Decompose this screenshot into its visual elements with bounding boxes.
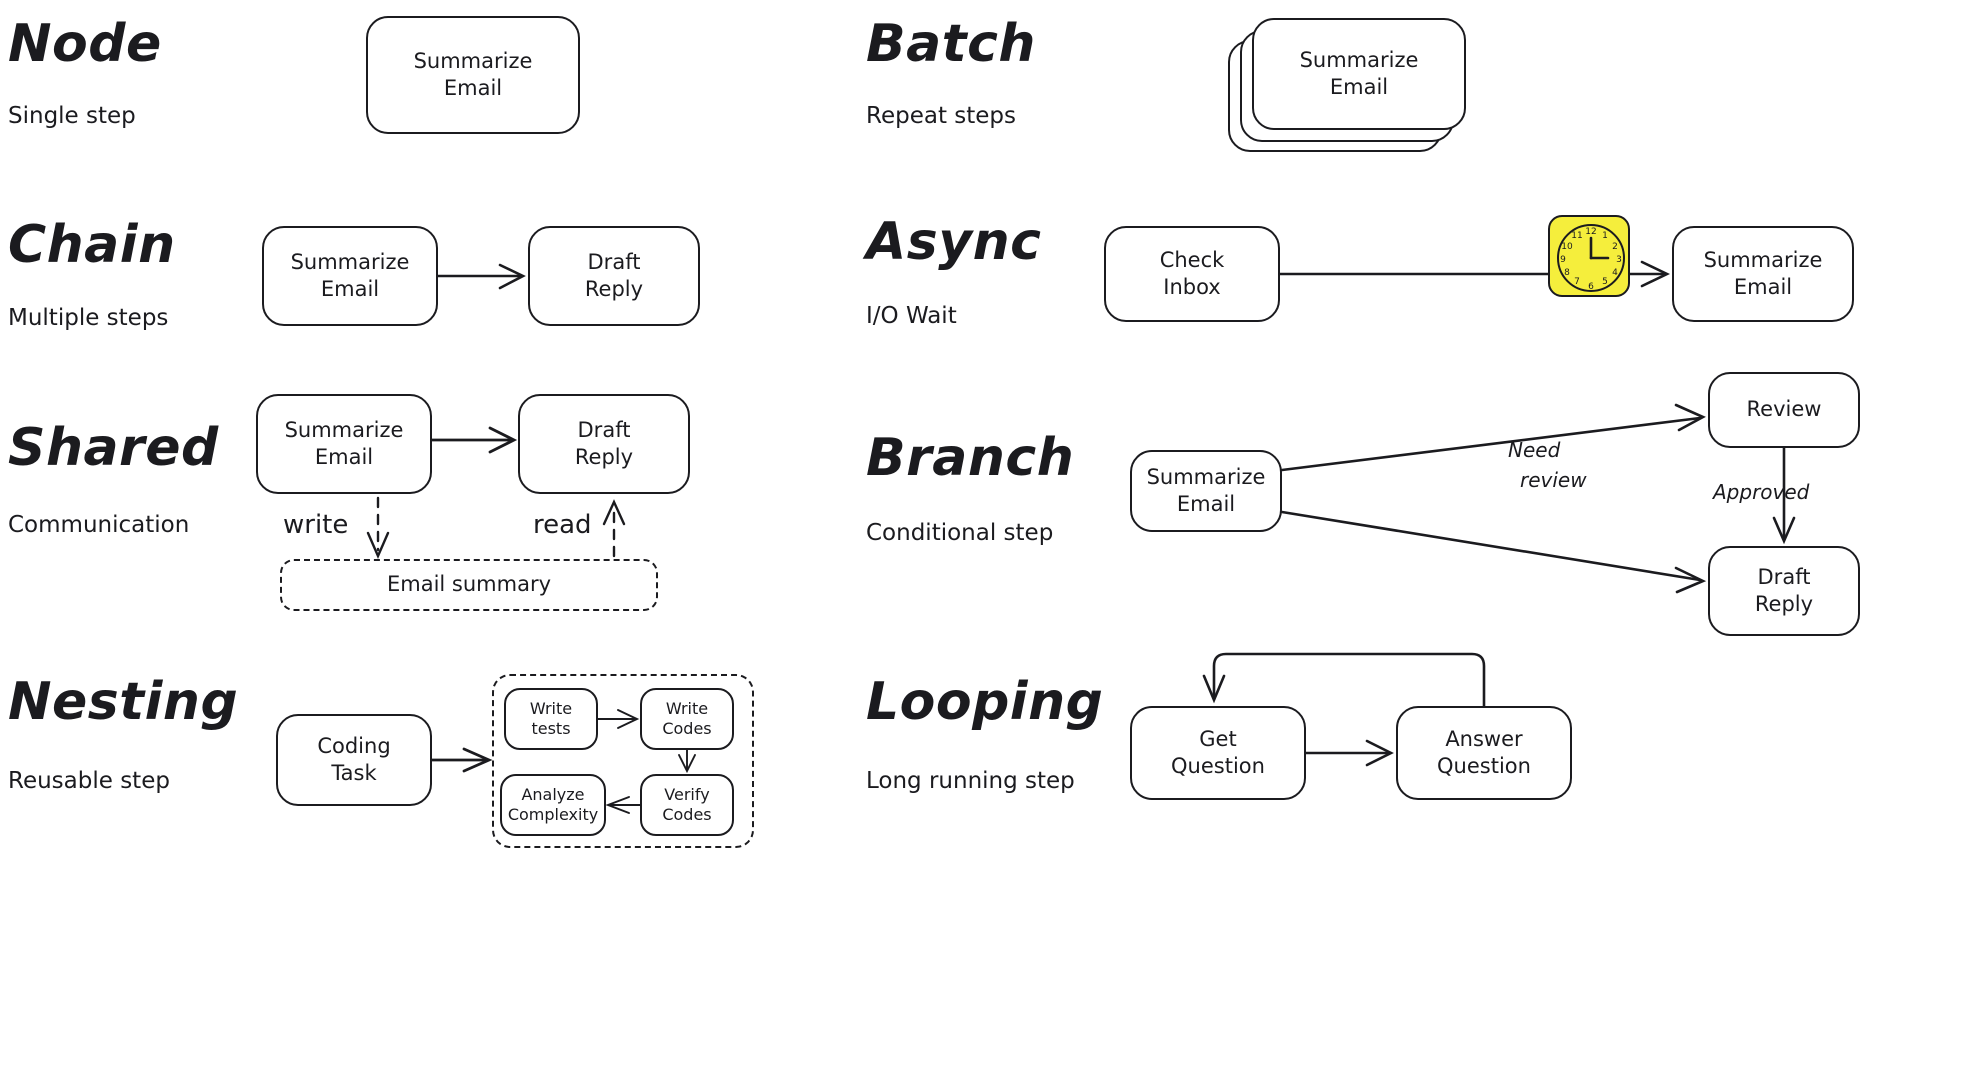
section-title-node: Node [8, 14, 162, 74]
svg-text:11: 11 [1571, 231, 1582, 241]
nesting-node-write-codes[interactable]: Write Codes [640, 688, 734, 750]
section-title-branch: Branch [866, 428, 1075, 488]
section-subtitle-batch: Repeat steps [866, 103, 1017, 129]
looping-node-answer-question[interactable]: Answer Question [1396, 706, 1572, 800]
node-label: Coding Task [317, 733, 391, 785]
branch-node-summarize-email[interactable]: Summarize Email [1130, 450, 1282, 532]
section-title-shared: Shared [8, 418, 219, 478]
shared-node-email-summary[interactable]: Email summary [280, 559, 658, 611]
svg-text:9: 9 [1560, 255, 1566, 265]
node-summarize-email[interactable]: Summarize Email [366, 16, 580, 134]
svg-text:12: 12 [1585, 227, 1596, 237]
edge-label-need: Need [1508, 438, 1561, 462]
async-node-check-inbox[interactable]: Check Inbox [1104, 226, 1280, 322]
node-label: Analyze Complexity [507, 785, 599, 824]
chain-node-summarize-email[interactable]: Summarize Email [262, 226, 438, 326]
node-label: Review [1746, 397, 1822, 422]
svg-text:4: 4 [1612, 268, 1618, 278]
shared-node-draft-reply[interactable]: Draft Reply [518, 394, 690, 494]
node-label: Get Question [1171, 726, 1265, 778]
nesting-node-verify-codes[interactable]: Verify Codes [640, 774, 734, 836]
edge-label-review: review [1520, 468, 1587, 492]
nesting-subflow-group [492, 674, 754, 848]
branch-node-review[interactable]: Review [1708, 372, 1860, 448]
nesting-node-analyze-complexity[interactable]: Analyze Complexity [500, 774, 606, 836]
edge-label-approved: Approved [1713, 480, 1810, 504]
node-label: Summarize Email [284, 417, 404, 469]
shared-node-summarize-email[interactable]: Summarize Email [256, 394, 432, 494]
node-label: Draft Reply [584, 249, 644, 301]
node-label: Summarize Email [1146, 464, 1266, 516]
node-label: Draft Reply [574, 417, 634, 469]
svg-text:3: 3 [1616, 255, 1622, 265]
edge-label-read: read [533, 510, 592, 540]
node-label: Check Inbox [1159, 247, 1225, 299]
section-subtitle-shared: Communication [8, 512, 190, 538]
node-label: Write tests [529, 699, 573, 738]
section-title-nesting: Nesting [8, 672, 239, 732]
svg-text:2: 2 [1612, 242, 1618, 252]
node-label: Write Codes [662, 699, 712, 738]
node-label: Summarize Email [1299, 47, 1419, 99]
svg-text:7: 7 [1574, 277, 1580, 287]
section-subtitle-chain: Multiple steps [8, 305, 169, 331]
section-subtitle-branch: Conditional step [866, 520, 1054, 546]
svg-text:8: 8 [1564, 268, 1570, 278]
svg-text:6: 6 [1588, 282, 1594, 292]
clock-icon: 12 1 2 3 4 5 6 7 8 9 10 11 [1548, 215, 1630, 297]
node-label: Email summary [386, 572, 552, 597]
nesting-node-write-tests[interactable]: Write tests [504, 688, 598, 750]
node-label: Summarize Email [413, 48, 533, 100]
async-node-summarize-email[interactable]: Summarize Email [1672, 226, 1854, 322]
node-label: Summarize Email [290, 249, 410, 301]
section-title-async: Async [866, 212, 1042, 272]
chain-node-draft-reply[interactable]: Draft Reply [528, 226, 700, 326]
nesting-node-coding-task[interactable]: Coding Task [276, 714, 432, 806]
node-label: Draft Reply [1754, 564, 1814, 616]
node-label: Summarize Email [1703, 247, 1823, 299]
section-subtitle-looping: Long running step [866, 768, 1075, 794]
node-label: Verify Codes [662, 785, 712, 824]
section-title-batch: Batch [866, 14, 1036, 74]
section-title-looping: Looping [866, 672, 1104, 732]
edge-label-write: write [283, 510, 349, 540]
node-label: Answer Question [1437, 726, 1531, 778]
branch-node-draft-reply[interactable]: Draft Reply [1708, 546, 1860, 636]
svg-text:1: 1 [1602, 231, 1608, 241]
section-subtitle-async: I/O Wait [866, 303, 957, 329]
section-subtitle-node: Single step [8, 103, 136, 129]
svg-text:5: 5 [1602, 277, 1608, 287]
svg-text:10: 10 [1561, 242, 1573, 252]
section-subtitle-nesting: Reusable step [8, 768, 170, 794]
looping-node-get-question[interactable]: Get Question [1130, 706, 1306, 800]
batch-node-summarize-email[interactable]: Summarize Email [1252, 18, 1466, 130]
section-title-chain: Chain [8, 215, 176, 275]
